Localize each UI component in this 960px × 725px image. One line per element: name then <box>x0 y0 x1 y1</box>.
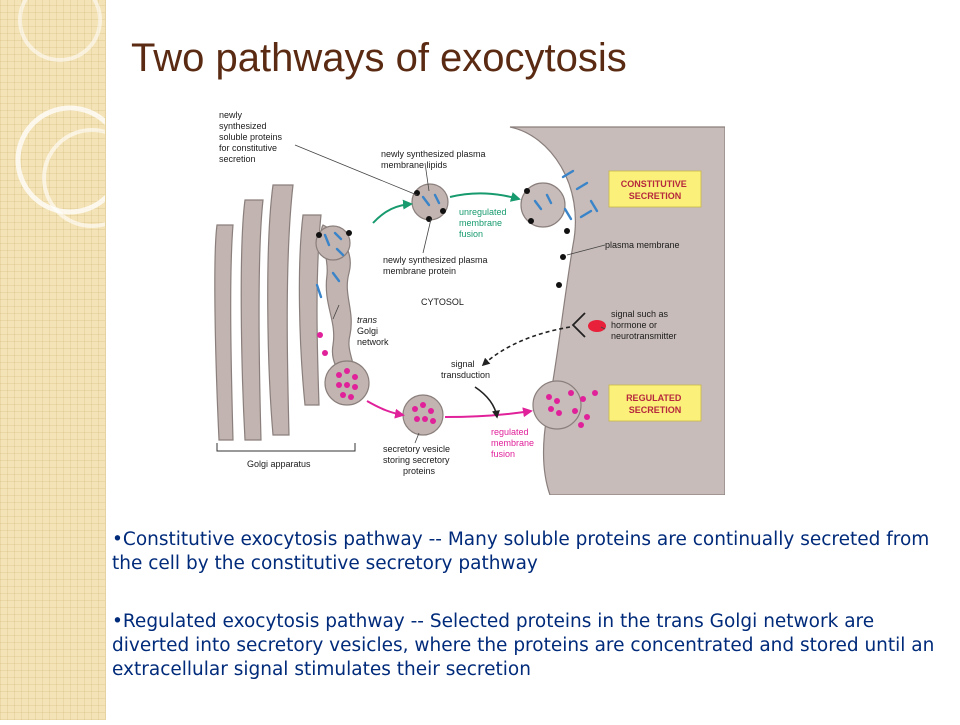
arrow-regulated-fusion <box>444 407 533 418</box>
label-newly-synth-soluble: newly synthesized soluble proteins for c… <box>219 110 285 164</box>
label-golgi-apparatus: Golgi apparatus <box>247 459 311 469</box>
secretory-granules <box>317 332 598 428</box>
tgn-budding-vesicle <box>315 225 351 261</box>
label-cytosol: CYTOSOL <box>421 297 464 307</box>
label-pointers <box>294 144 606 444</box>
arrow-signal-transduction <box>481 326 571 367</box>
page-title: Two pathways of exocytosis <box>131 36 627 80</box>
arrow-to-secretory-vesicle <box>366 400 405 419</box>
label-plasma-protein: newly synthesized plasma membrane protei… <box>383 255 490 276</box>
label-constitutive-secretion: CONSTITUTIVE SECRETION <box>621 179 690 201</box>
fusing-vesicle-regulated <box>532 380 582 430</box>
label-secretory-vesicle: secretory vesicle storing secretory prot… <box>383 444 453 476</box>
bullet-list: •Constitutive exocytosis pathway -- Many… <box>112 528 947 716</box>
label-signal-transduction: signal transduction <box>441 359 490 380</box>
label-unregulated-fusion: unregulated membrane fusion <box>459 207 509 239</box>
soluble-proteins <box>315 169 599 299</box>
golgi-apparatus <box>214 184 358 441</box>
signal-molecule <box>588 320 606 332</box>
exocytosis-diagram: newly synthesized soluble proteins for c… <box>214 110 725 495</box>
constitutive-vesicle <box>411 183 449 221</box>
arrow-to-constitutive-vesicle <box>372 199 413 224</box>
decorative-rings <box>15 0 142 228</box>
golgi-bracket <box>216 443 356 452</box>
arrow-to-regulated-fusion <box>474 386 500 419</box>
label-regulated-fusion: regulated membrane fusion <box>491 427 537 459</box>
decorative-side-stripe <box>0 0 142 720</box>
label-plasma-membrane: plasma membrane <box>605 240 680 250</box>
secretory-vesicle <box>402 394 444 436</box>
receptor <box>571 312 586 338</box>
constitutive-secretion-box <box>608 170 702 208</box>
regulated-secretion-box <box>608 384 702 422</box>
bullet-regulated: •Regulated exocytosis pathway -- Selecte… <box>112 611 935 680</box>
arrow-unregulated-fusion <box>449 192 521 202</box>
label-plasma-lipids: newly synthesized plasma membrane lipids <box>381 149 488 170</box>
fusing-vesicle-constitutive <box>520 182 566 228</box>
label-trans-golgi: trans Golgi network <box>357 315 389 347</box>
bullet-constitutive: •Constitutive exocytosis pathway -- Many… <box>112 529 930 574</box>
label-regulated-secretion: REGULATED SECRETION <box>626 393 684 415</box>
label-signal-hormone: signal such as hormone or neurotransmitt… <box>611 309 677 341</box>
